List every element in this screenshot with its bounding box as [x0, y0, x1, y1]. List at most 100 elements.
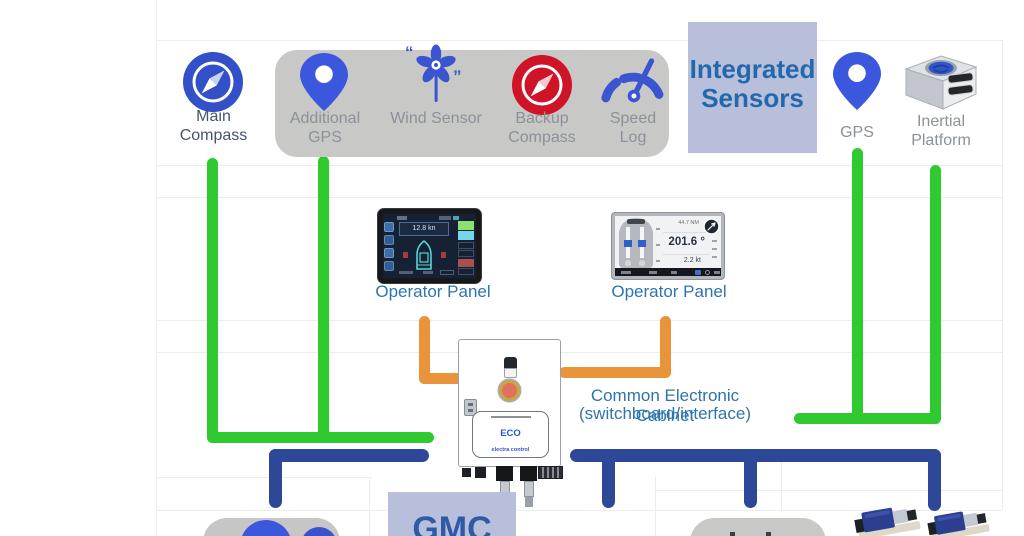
ui-mark [714, 270, 720, 274]
speed-readout: 12.8 kn [399, 222, 449, 236]
thruster-handle [638, 240, 646, 247]
ui-mark [621, 271, 631, 274]
grid-line [156, 320, 1002, 321]
divider [663, 254, 709, 255]
ui-mark [656, 244, 660, 246]
operator-panel-left-label: Operator Panel [375, 282, 491, 301]
ui-mark [712, 256, 717, 258]
grid-line [1002, 40, 1003, 510]
grid-line [156, 477, 372, 478]
cabinet-connector [462, 468, 471, 477]
thruster-handle [624, 240, 632, 247]
taskbar-active-button [695, 269, 701, 275]
ui-mark [766, 532, 771, 536]
ui-mark [468, 403, 473, 406]
toggle-switch-icon [504, 357, 517, 368]
control-bus-drop-2 [744, 449, 757, 508]
ui-mark [712, 248, 717, 250]
panel-link-right-vertical [660, 316, 671, 378]
menu-row [458, 242, 474, 249]
menu-row [458, 268, 474, 275]
sensor-bus-line-main-compass [207, 158, 218, 443]
motor-device-image [854, 507, 921, 536]
side-connector-icon [464, 399, 477, 416]
sidebar-button-icon [384, 261, 394, 271]
sensor-bus-line-left-horizontal [207, 432, 434, 443]
ui-mark [491, 416, 531, 418]
grid-line [156, 165, 1002, 166]
sensor-bus-line-inertial [930, 165, 941, 424]
grid-line [156, 0, 157, 536]
ship-topview [619, 218, 653, 268]
cabinet-cable-plug [524, 481, 534, 497]
speed-log-label: Speed Log [609, 110, 657, 146]
cabinet-label-line2: (switchboard/interface) [579, 404, 751, 423]
ui-mark [403, 252, 408, 258]
panel-link-left-vertical [419, 316, 430, 384]
ui-mark [712, 240, 717, 242]
cabinet-cable-plug [496, 466, 513, 481]
gps-label: GPS [840, 124, 874, 141]
ui-mark [397, 216, 407, 220]
cabinet-cable-plug [520, 466, 537, 481]
operator-panel-right-image: 44.7 NM 201.6 ° 2.2 kt [611, 212, 725, 280]
control-bus-left-vertical [269, 449, 282, 508]
backup-compass-label: Backup Compass [508, 110, 576, 146]
svg-text:“: “ [405, 44, 414, 62]
control-bus-left-horizontal [269, 449, 429, 462]
wind-sensor-label: Wind Sensor [390, 110, 482, 127]
eco-device-panel: ECO electra control [472, 411, 549, 458]
status-tile-red [458, 259, 474, 267]
ui-mark [453, 216, 459, 220]
speed-log-gauge-icon [601, 58, 665, 103]
speed-readout: 2.2 kt [683, 257, 701, 264]
control-bus-right-vertical [928, 449, 941, 511]
status-tile-green [458, 221, 474, 230]
grid-line [156, 352, 1002, 353]
propeller-icon [639, 260, 645, 266]
ui-mark [439, 216, 451, 220]
grid-line [156, 197, 1002, 198]
grid-line [781, 452, 782, 510]
ui-mark [423, 271, 433, 274]
motor-device-image [927, 511, 990, 536]
inertial-platform-image [904, 55, 978, 110]
gps-pin-icon [833, 52, 881, 110]
ui-mark [440, 270, 454, 275]
panel-link-left-horizontal [419, 373, 462, 384]
ui-mark [399, 271, 413, 274]
divider [663, 232, 709, 233]
wind-sensor-icon: “ ” [405, 44, 462, 102]
sensor-bus-line-additional-gps [318, 156, 329, 443]
status-tile-cyan [458, 231, 474, 240]
operator-panel-right-screen: 44.7 NM 201.6 ° 2.2 kt [615, 216, 721, 276]
ship-outline-icon [416, 240, 432, 270]
ui-mark [671, 271, 677, 274]
backup-compass-icon [512, 55, 572, 115]
bottom-right-group-box [690, 518, 826, 536]
grid-line [655, 477, 656, 536]
ui-mark [649, 270, 657, 274]
sidebar-button-icon [384, 235, 394, 245]
cabinet-label-line1: Common Electronic Cabinet [590, 386, 740, 425]
integrated-sensors-label: Integrated Sensors [689, 54, 816, 113]
additional-gps-pin-icon [300, 53, 348, 111]
gmc-box: GMC [388, 492, 516, 536]
grid-line [656, 490, 1002, 491]
heading-readout: 201.6 ° [668, 236, 705, 248]
sidebar-button-icon [384, 222, 394, 232]
cabinet-cable-plug [525, 497, 533, 507]
main-compass-label: Main Compass [179, 108, 248, 144]
eco-device-brand: electra control [491, 447, 530, 453]
emergency-button-icon [499, 380, 520, 401]
sensor-bus-line-right-horizontal [794, 413, 941, 424]
ui-mark [468, 409, 473, 412]
ui-mark [656, 260, 660, 262]
integrated-sensors-box: Integrated Sensors [688, 22, 817, 153]
distance-readout: 44.7 NM [678, 220, 699, 226]
ui-mark [730, 532, 735, 536]
electronic-cabinet-image: ECO electra control [458, 339, 561, 467]
toggle-switch-icon [504, 368, 517, 378]
gps-pin-icon [301, 527, 337, 536]
